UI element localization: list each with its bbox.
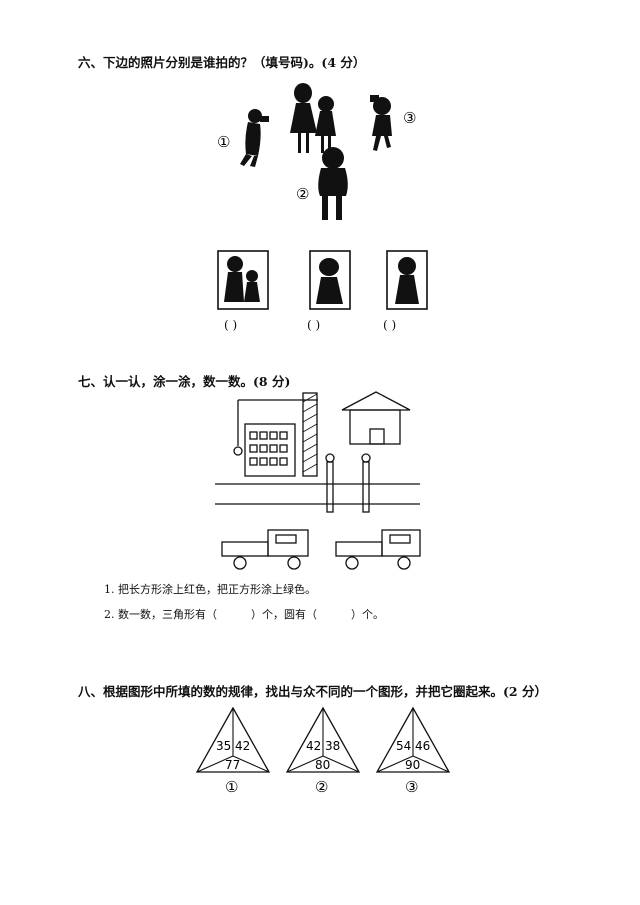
truck-2-cab bbox=[381, 529, 421, 557]
section8-title: 八、根据图形中所填的数的规律，找出与众不同的一个图形，并把它圈起来。(2 分） bbox=[78, 684, 547, 699]
truck-2-wheel-front bbox=[397, 556, 411, 570]
truck-1-bed bbox=[221, 541, 269, 557]
task-2-part-c: ）个。 bbox=[351, 608, 384, 621]
photographer-3-figure bbox=[370, 95, 392, 151]
task-2-text: 2. 数一数，三角形有（ ）个，圆有（ ）个。 bbox=[104, 606, 384, 622]
house-roof-triangle bbox=[341, 391, 411, 411]
truck-2-bed bbox=[335, 541, 383, 557]
task-2-part-a: 2. 数一数，三角形有（ bbox=[104, 608, 217, 621]
gate-post-circle-left bbox=[325, 453, 335, 463]
shapes-scene bbox=[215, 391, 421, 570]
number-triangle-3[interactable]: 54 46 90 ③ bbox=[373, 706, 453, 796]
marker-1: ① bbox=[217, 133, 230, 151]
triangle-2-label: ② bbox=[315, 778, 328, 796]
triangle-2-bottom-number: 80 bbox=[315, 758, 330, 772]
triangle-1-bottom-number: 77 bbox=[225, 758, 240, 772]
triangle-1-right-number: 42 bbox=[235, 739, 250, 753]
gate-post-circle-right bbox=[361, 453, 371, 463]
answer-slot-3[interactable]: ( ) bbox=[383, 318, 397, 332]
photographer-2-figure bbox=[318, 147, 348, 220]
answer-slot-1[interactable]: ( ) bbox=[224, 318, 238, 332]
building-windows bbox=[249, 431, 288, 466]
building-rect bbox=[244, 423, 296, 477]
section7-title: 七、认一认，涂一涂，数一数。(8 分) bbox=[78, 374, 291, 389]
gate-post-left bbox=[326, 461, 334, 513]
number-triangle-1[interactable]: 35 42 77 ① bbox=[193, 706, 273, 796]
house-wall bbox=[349, 409, 401, 445]
triangle-3-bottom-number: 90 bbox=[405, 758, 420, 772]
triangle-1-left-number: 35 bbox=[216, 739, 231, 753]
crane-hook-circle bbox=[233, 446, 243, 456]
photographer-1-figure bbox=[240, 109, 269, 167]
photographers-scene: ① ② ③ bbox=[217, 83, 416, 220]
triangle-3-right-number: 46 bbox=[415, 739, 430, 753]
truck-2-wheel-rear bbox=[345, 556, 359, 570]
photo-1 bbox=[217, 250, 269, 310]
truck-2-window bbox=[389, 534, 411, 544]
truck-1-wheel-front bbox=[287, 556, 301, 570]
answer-slot-2[interactable]: ( ) bbox=[307, 318, 321, 332]
truck-1-cab bbox=[267, 529, 309, 557]
crane-tower-rect bbox=[302, 392, 318, 477]
truck-1-window bbox=[275, 534, 297, 544]
section6-title: 六、下边的照片分别是谁拍的？（填号码)。(4 分） bbox=[78, 55, 366, 70]
house-door bbox=[369, 428, 385, 445]
marker-2: ② bbox=[296, 185, 309, 203]
marker-3: ③ bbox=[403, 109, 416, 127]
triangle-3-label: ③ bbox=[405, 778, 418, 796]
photo-3 bbox=[386, 250, 428, 310]
triangle-2-left-number: 42 bbox=[306, 739, 321, 753]
two-girls-figure bbox=[290, 83, 336, 153]
photo-2 bbox=[309, 250, 351, 310]
task-2-part-b: ）个，圆有（ bbox=[251, 608, 317, 621]
truck-1-wheel-rear bbox=[233, 556, 247, 570]
triangle-3-left-number: 54 bbox=[396, 739, 411, 753]
number-triangle-2[interactable]: 42 38 80 ② bbox=[283, 706, 363, 796]
triangle-2-right-number: 38 bbox=[325, 739, 340, 753]
gate-post-right bbox=[362, 461, 370, 513]
task-1-text: 1. 把长方形涂上红色，把正方形涂上绿色。 bbox=[104, 583, 316, 596]
triangle-1-label: ① bbox=[225, 778, 238, 796]
